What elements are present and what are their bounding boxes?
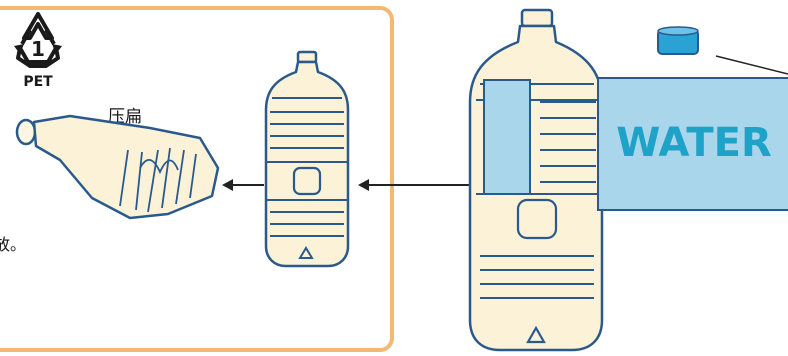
recycle-triangle-icon: [14, 12, 62, 68]
bottle-cap-illustration: [657, 26, 699, 55]
recycle-number: 1: [31, 37, 45, 61]
small-bottle-illustration: [264, 50, 350, 268]
bottle-label-sleeve: [483, 77, 788, 211]
crushed-bottle-illustration: [15, 114, 220, 220]
cap-leader-line: [715, 55, 788, 75]
arrow-to-crushed: [222, 179, 264, 191]
recycle-material-label: PET: [23, 74, 53, 90]
partial-instruction-text: 放。: [0, 235, 26, 254]
arrow-to-small-bottle: [358, 179, 470, 191]
label-brand-text: WATER: [616, 120, 772, 166]
